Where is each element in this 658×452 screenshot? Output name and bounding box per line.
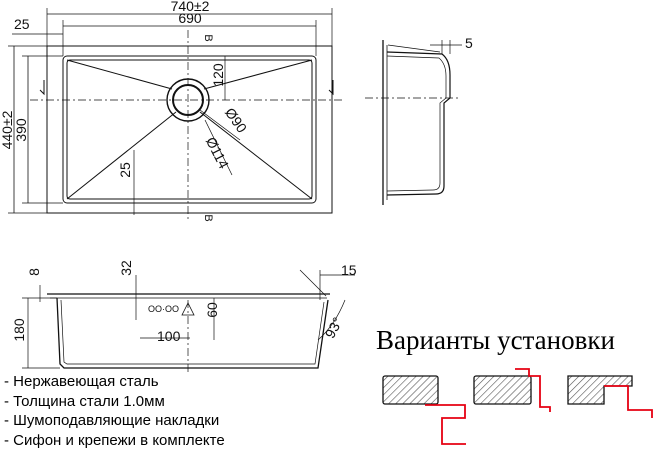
dim-390: 390	[13, 118, 29, 142]
section-profile	[56, 297, 329, 369]
dim-dia90: Ø90	[222, 105, 250, 136]
crease-top-right	[203, 59, 313, 90]
bowl-inner-outline	[66, 59, 313, 200]
sink-edge-red	[515, 368, 551, 412]
dim-line-dia90	[199, 109, 241, 141]
installation-title: Варианты установки	[376, 325, 615, 355]
installation-variant-inset	[567, 375, 653, 418]
dim-100: 100	[157, 328, 181, 344]
dim-5: 5	[465, 35, 473, 51]
overflow-holes-mark: OO·OO	[148, 304, 179, 314]
dim-740: 740±2	[171, 0, 210, 14]
bowl-outline	[62, 55, 317, 204]
dim-line-dia114	[204, 119, 233, 176]
crease-top-left	[66, 59, 173, 90]
spec-note: - Нержавеющая сталь	[4, 373, 159, 390]
spec-note: - Сифон и крепежи в комплекте	[4, 431, 225, 449]
drain-marker	[181, 302, 195, 316]
dim-120: 120	[210, 63, 226, 87]
installation-variant-flush	[473, 368, 551, 412]
dim-dia114: Ø114	[203, 134, 232, 171]
side-profile	[386, 51, 451, 196]
dim-180: 180	[11, 318, 27, 342]
spec-note: - Шумоподавляющие накладки	[4, 412, 220, 429]
section-mark-bottom: B	[202, 214, 214, 221]
crease-bottom-left	[66, 111, 177, 200]
section-mark-top: B	[202, 34, 214, 41]
crease-bottom-right	[199, 111, 313, 200]
installation-variant-undermount	[382, 375, 466, 445]
dim-15: 15	[341, 262, 357, 278]
dim-25-flange: 25	[14, 16, 30, 32]
top-view-labels: 740±2 690 25 440±2 390 120 Ø90 Ø114 25 B…	[0, 0, 250, 222]
top-view	[8, 8, 345, 222]
sink-edge-red	[604, 385, 653, 418]
section-arrow-left	[39, 80, 45, 96]
side-view	[365, 40, 462, 205]
spec-notes: - Нержавеющая сталь - Толщина стали 1.0м…	[4, 372, 225, 450]
section-arrow-right	[328, 80, 334, 96]
spec-note: - Толщина стали 1.0мм	[4, 392, 165, 410]
sink-edge-red	[425, 404, 466, 445]
dim-8: 8	[26, 268, 42, 276]
dim-32: 32	[118, 260, 134, 276]
dim-690: 690	[178, 10, 202, 26]
dim-440: 440±2	[0, 110, 15, 149]
outer-rim-outline	[46, 45, 333, 214]
dim-60: 60	[204, 302, 220, 318]
dim-25-radius: 25	[117, 162, 133, 178]
section-view: OO·OO	[22, 269, 355, 375]
angle-arc	[317, 299, 346, 341]
